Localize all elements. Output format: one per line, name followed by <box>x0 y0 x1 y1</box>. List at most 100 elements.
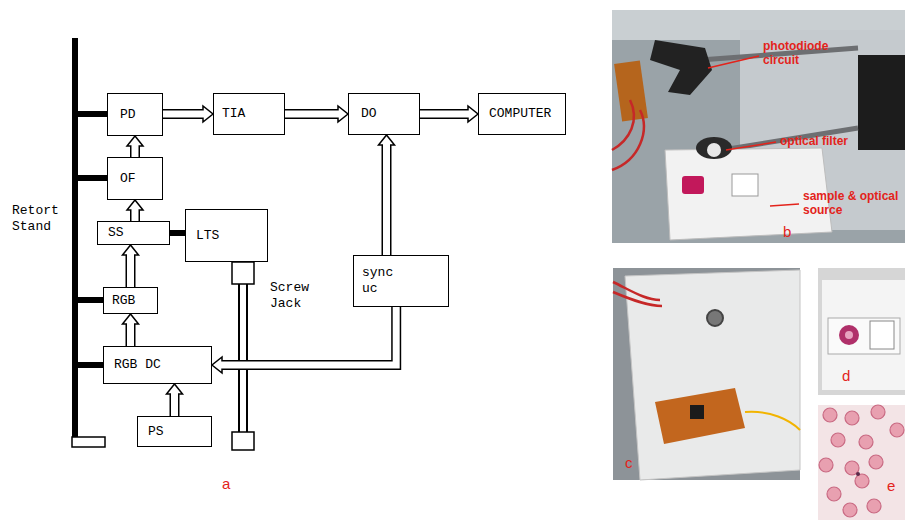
photo-sample <box>682 176 704 194</box>
hollow-arrow <box>212 307 396 373</box>
leader-line <box>708 56 759 68</box>
box-label: RGB DC <box>114 357 161 373</box>
hollow-arrow <box>163 106 213 122</box>
box-label: OF <box>120 171 136 187</box>
photo-pcb <box>614 60 648 121</box>
blood-cell <box>890 423 904 437</box>
hollow-arrow <box>123 314 139 346</box>
stand-rod <box>72 38 78 440</box>
blood-cell <box>827 487 841 501</box>
stand-foot <box>72 437 105 447</box>
photo-sticker <box>732 174 758 196</box>
arrow-fill <box>132 209 139 222</box>
process-box: TIA <box>213 93 285 135</box>
process-box: sync uc <box>353 255 449 307</box>
jack-top <box>232 262 254 284</box>
jack-screw <box>246 284 248 432</box>
blood-cell <box>845 411 859 425</box>
process-box: OF <box>107 157 163 200</box>
process-box: PD <box>107 93 163 136</box>
process-box: DO <box>348 93 420 135</box>
photo-background <box>818 405 905 520</box>
label-box: a <box>222 476 242 493</box>
stand-arm <box>75 111 107 117</box>
leader-line <box>726 142 776 150</box>
panel-letter: a <box>222 476 242 493</box>
photo-clamp <box>650 40 712 95</box>
panel-letter: b <box>783 224 803 241</box>
panel-letter: e <box>887 478 901 495</box>
label-box: Screw Jack <box>270 280 322 311</box>
arrow-fill <box>285 111 340 118</box>
bar-line <box>170 230 185 236</box>
photo-box <box>822 280 905 390</box>
process-box: LTS <box>185 209 268 262</box>
hollow-arrow <box>379 135 395 255</box>
label-box: sample & optical source <box>803 190 902 218</box>
label-box: e <box>887 478 901 495</box>
blood-cell <box>867 499 881 513</box>
box-label: TIA <box>222 106 245 122</box>
photo-sample <box>839 325 859 345</box>
stand-arm <box>75 297 103 303</box>
hollow-arrow <box>285 106 348 122</box>
arrow-fill <box>221 307 397 365</box>
label-box: optical filter <box>780 135 880 149</box>
photo-filter <box>707 143 721 157</box>
arrow-fill <box>127 254 134 288</box>
process-box: RGB <box>103 287 158 314</box>
photo-sample <box>845 331 853 339</box>
arrow-fill <box>383 144 390 256</box>
callout-label: sample & optical source <box>803 190 902 218</box>
leader-line <box>770 204 799 206</box>
box-label: sync uc <box>362 265 402 296</box>
photo-box <box>625 270 800 480</box>
hollow-arrow <box>123 245 139 287</box>
blood-cell <box>823 408 837 422</box>
label-box: d <box>842 368 862 385</box>
label-box: photodiode circuit <box>763 40 847 68</box>
jack-base <box>232 432 254 450</box>
connecting-bar <box>170 233 185 234</box>
box-label: PD <box>120 107 136 123</box>
photo-stand-block <box>858 55 905 150</box>
panel-letter: d <box>842 368 862 385</box>
blood-cell <box>859 435 873 449</box>
blood-cell <box>845 461 859 475</box>
photo-hole <box>707 310 723 326</box>
stand-arm <box>75 175 107 181</box>
blood-cell <box>855 474 869 488</box>
jack-label: Screw Jack <box>270 280 322 311</box>
box-label: LTS <box>196 228 219 244</box>
box-label: PS <box>148 424 164 440</box>
box-label: RGB <box>112 293 135 309</box>
arrow-fill <box>420 111 470 118</box>
arrow-outline <box>222 307 396 365</box>
process-box: COMPUTER <box>478 93 566 135</box>
box-label: DO <box>361 106 377 122</box>
photo-slide <box>828 318 900 354</box>
photo-filter-clamp <box>696 137 732 159</box>
label-box: Retort Stand <box>12 203 70 234</box>
blood-cell <box>819 458 833 472</box>
stand-arm <box>75 362 103 368</box>
jack-screw <box>238 284 240 432</box>
process-box: RGB DC <box>103 346 212 384</box>
hollow-arrow <box>127 200 143 221</box>
blood-cell <box>843 503 857 517</box>
box-label: SS <box>108 225 124 241</box>
blood-cell <box>871 405 885 419</box>
callout-label: photodiode circuit <box>763 40 847 68</box>
photo-chip <box>690 405 704 419</box>
stand-label: Retort Stand <box>12 203 70 234</box>
photo-wires <box>612 100 644 170</box>
callout-label: optical filter <box>780 135 880 149</box>
arrow-fill <box>127 323 134 347</box>
photo-sticker <box>870 321 894 349</box>
parasite-dot <box>856 472 860 476</box>
process-box: PS <box>137 416 212 447</box>
photo-background <box>613 268 800 480</box>
